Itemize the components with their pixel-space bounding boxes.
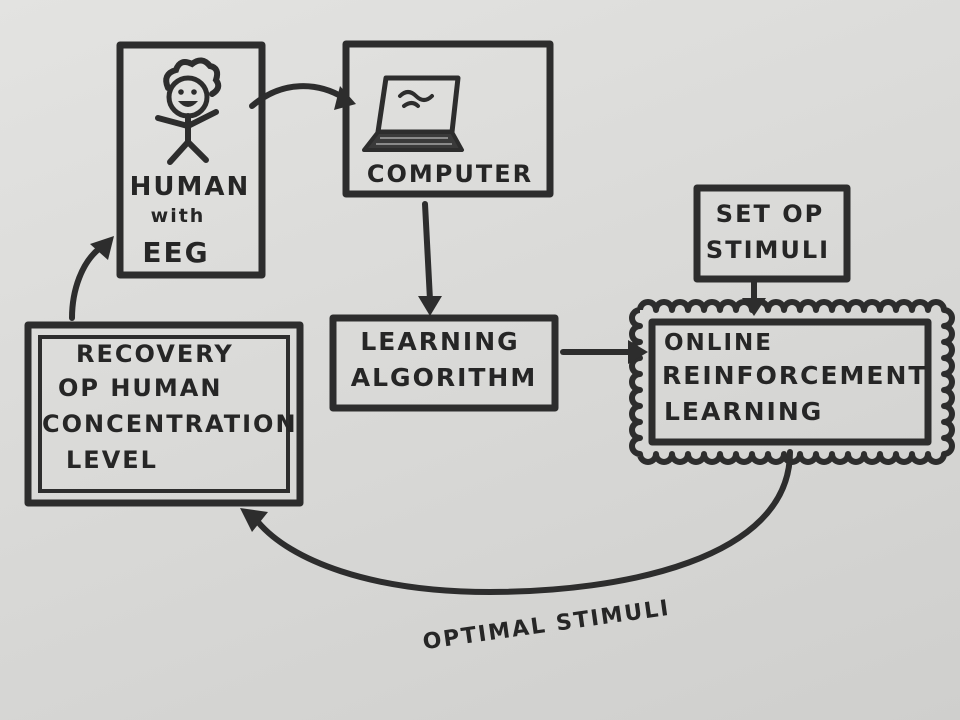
online-rl-line2: REINFORCEMENT [662,361,928,390]
edge-learning-algorithm-to-online-rl [560,340,648,364]
edge-stimuli-set-to-online-rl [742,279,766,316]
learning-algorithm-box [329,314,559,412]
edge-recovery-to-human [69,236,114,321]
online-rl-box [648,318,932,446]
learning-algorithm-line1: LEARNING [360,327,519,356]
node-recovery: RECOVERY OP HUMAN CONCENTRATION LEVEL [24,321,304,507]
computer-box [342,40,554,198]
human-label-line2: with [151,205,206,227]
human-label-line3: EEG [142,236,209,269]
stimuli-set-box [693,184,851,283]
recovery-line1: RECOVERY [76,340,234,368]
recovery-box-outer [24,321,304,507]
node-human: HUMAN with EEG [116,41,266,279]
human-box [116,41,266,279]
edge-label-optimal-stimuli: OPTIMAL STIMULI [421,596,672,655]
stimuli-set-line2: STIMULI [706,236,830,264]
human-label-line1: HUMAN [130,172,251,202]
computer-label: COMPUTER [367,160,533,188]
recovery-line3: CONCENTRATION [42,410,298,438]
node-learning-algorithm: LEARNING ALGORITHM [329,314,559,412]
online-rl-line1: ONLINE [664,330,773,356]
edge-human-to-computer [249,83,356,110]
recovery-box-inner [38,335,290,493]
stick-figure-icon [155,57,222,165]
recovery-line4: LEVEL [66,446,158,474]
node-stimuli-set: SET OP STIMULI [693,184,851,283]
stimuli-set-line1: SET OP [716,200,824,228]
recovery-line2: OP HUMAN [58,374,222,402]
online-rl-wavy-border [629,299,955,465]
laptop-icon [362,75,464,152]
edge-online-rl-to-recovery [240,449,793,596]
edge-computer-to-learning-algorithm [418,201,442,316]
learning-algorithm-line2: ALGORITHM [351,363,537,392]
node-online-rl: ONLINE REINFORCEMENT LEARNING [629,299,955,465]
node-computer: COMPUTER [342,40,554,198]
online-rl-line3: LEARNING [664,397,823,426]
